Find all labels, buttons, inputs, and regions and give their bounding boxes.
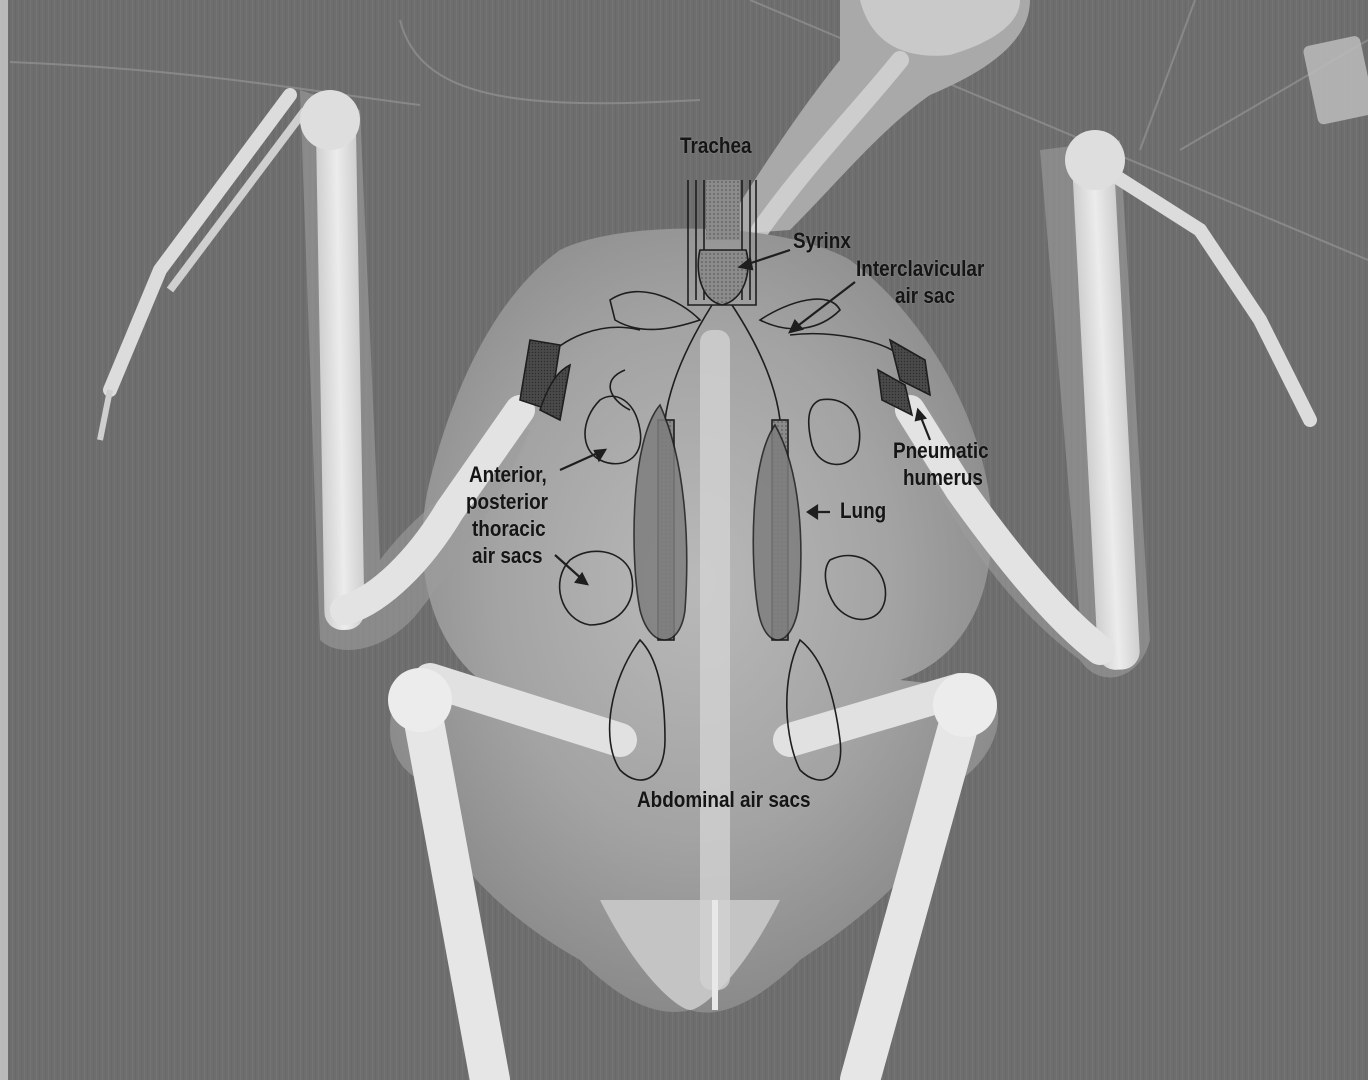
label-pneumatic-line1: Pneumatic <box>893 437 989 464</box>
label-interclavicular-line1: Interclavicular <box>856 255 984 282</box>
label-abdominal-air-sacs: Abdominal air sacs <box>637 786 811 813</box>
label-interclavicular-line2: air sac <box>895 282 955 309</box>
spine <box>700 330 730 1010</box>
label-syrinx: Syrinx <box>793 227 851 254</box>
label-lung: Lung <box>840 497 886 524</box>
label-thoracic-line4: air sacs <box>472 542 542 569</box>
label-thoracic-line2: posterior <box>466 488 548 515</box>
label-thoracic-line3: thoracic <box>472 515 546 542</box>
label-thoracic-line1: Anterior, <box>469 461 547 488</box>
label-pneumatic-line2: humerus <box>903 464 983 491</box>
label-trachea: Trachea <box>680 132 752 159</box>
